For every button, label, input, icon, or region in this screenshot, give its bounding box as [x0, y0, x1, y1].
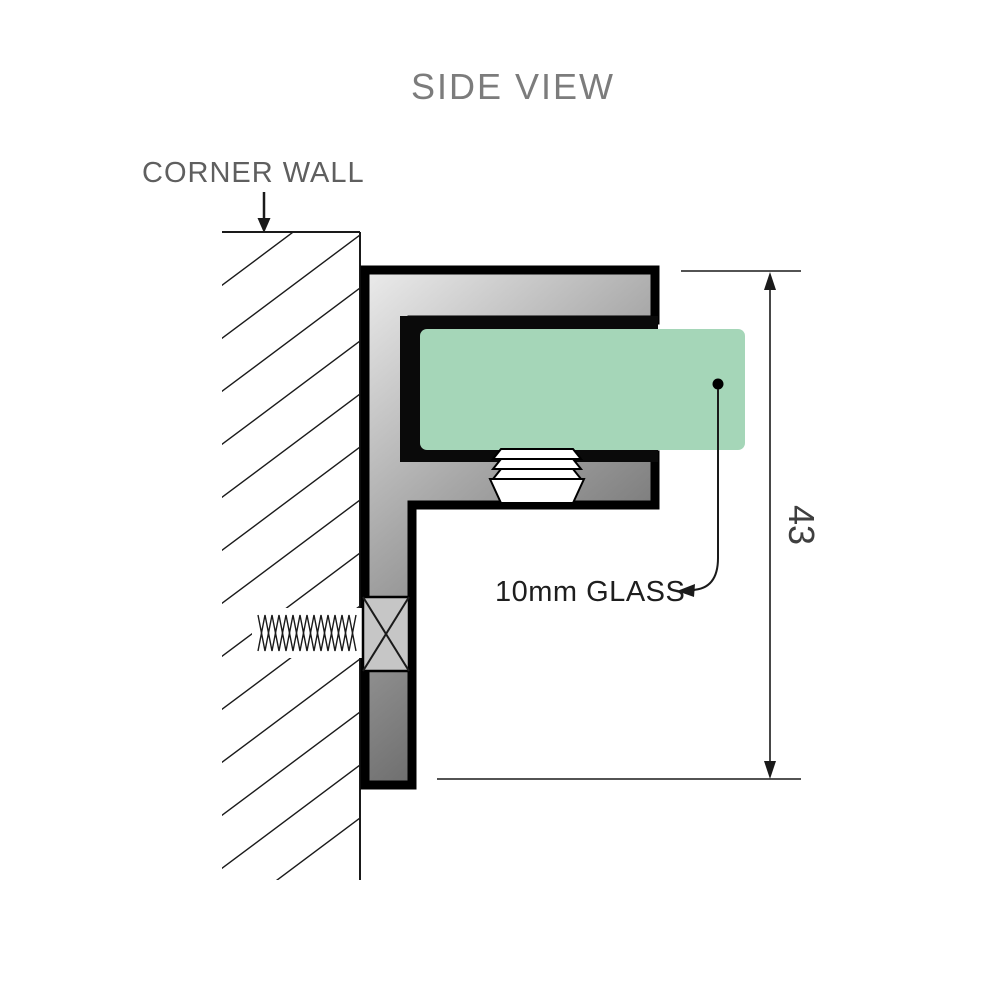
glass-leader-line — [677, 378, 724, 597]
dimension-value: 43 — [781, 505, 822, 545]
leader-arrow-icon — [677, 584, 695, 597]
grub-screw — [488, 448, 586, 504]
corner-wall-arrow-icon — [257, 192, 271, 233]
page-title: SIDE VIEW — [411, 66, 615, 107]
wall-screw — [252, 595, 411, 673]
dimension-arrow-up-icon — [764, 272, 776, 290]
wall-lines — [222, 231, 361, 880]
dimension-arrow-down-icon — [764, 761, 776, 779]
glass-panel — [420, 329, 745, 450]
dimension-43 — [437, 270, 801, 780]
glass-label: 10mm GLASS — [495, 576, 685, 608]
wall-hatching — [222, 232, 360, 880]
corner-wall-label: CORNER WALL — [142, 157, 365, 189]
